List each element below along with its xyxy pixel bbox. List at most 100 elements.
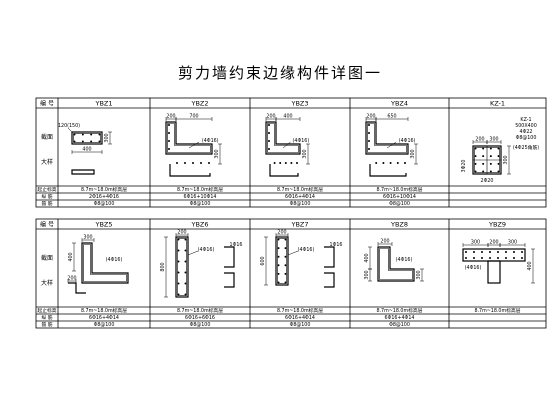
column-id: YBZ4 [390,100,408,108]
dim-label: 300 [489,137,498,143]
dim-label: 650 [387,114,396,120]
rebar-dot [465,257,467,259]
bar-tag: (4Φ16) [198,247,215,253]
rebar-dot [482,170,485,173]
dim-label: 1Φ16 [230,242,243,248]
rebar-dot [497,257,499,259]
rebar-dot [489,162,492,165]
rebar-dot [389,162,392,164]
column-id: YBZ7 [290,221,308,229]
l-stirrup [379,248,413,280]
dim-label: 300 [83,235,92,241]
dim-label: 300 [364,270,370,279]
leader [188,141,200,149]
column-elev: 8.7m~18.0m标高层 [474,307,520,314]
bar-tag: (4Φ16) [202,138,219,144]
kz-note: 4Φ22 [520,129,533,135]
rebar-dot [277,264,280,267]
row-label-section: 截面 [41,133,53,141]
rebar-dot [482,147,485,150]
column-elev: 8.7m~18.0m标高层 [81,307,127,314]
rebar-dot [473,257,475,259]
rebar-dot [284,281,287,284]
rebar-dot [98,140,101,143]
rebar-dot [168,140,170,142]
rebar-dot [90,140,93,143]
rebar-dot [208,162,210,164]
row-label-stirrup: 箍 筋 [41,321,52,328]
drawing-title: 剪力墙约束边缘构件详图一 [177,64,382,82]
column-id: YBZ3 [290,100,308,108]
rebar-dot [474,147,477,150]
rebar-dot [168,148,170,150]
column-id: YBZ1 [94,100,112,108]
rebar-dot [268,124,270,126]
rebar-dot [73,140,76,143]
dim-label: 300 [503,155,509,164]
column-stirrup: Φ8@100 [190,322,211,328]
bar-tag: (4Φ25角筋) [513,144,539,151]
leader [282,141,291,149]
hook-detail [224,246,235,268]
bar-tag: (4Φ16) [106,257,123,263]
bar-detail [269,164,299,177]
rebar-dot [497,147,500,150]
rebar-dot [177,282,180,285]
dim-label: 300 [410,149,416,158]
dim-label: 200 [366,114,375,120]
rebar-dot [521,251,523,253]
rebar-dot [521,257,523,259]
column-stirrup: Φ8@100 [190,201,211,207]
rebar-dot [404,162,406,164]
column-long-bar: 2Φ16+4Φ16 [89,194,119,200]
rebar-dot [81,140,84,143]
rebar-dot [465,251,467,253]
rebar-dot [277,255,280,258]
bar-detail [169,164,211,177]
column-id: YBZ2 [190,100,208,108]
hook-detail [324,246,335,268]
rebar-dot [177,293,180,296]
t-web [487,260,501,284]
rebar-dot [277,247,280,250]
rebar-dot [296,162,298,164]
rebar-dot [200,162,202,164]
column-id: KZ-1 [490,100,505,108]
column-stirrup: Φ8@100 [94,322,115,328]
l-section [165,121,213,155]
bar-tag: (4Φ16) [298,247,315,253]
rebar-dot [290,162,293,164]
bar-count: 2Φ20 [481,178,494,184]
column-elev: 8.7m~18.0m标高层 [376,307,422,314]
rebar-dot [489,257,491,259]
rebar-dot [474,155,477,158]
rebar-dot [273,162,276,164]
rebar-dot [482,162,485,165]
rebar-dot [81,133,84,136]
dim-label: 600 [260,256,266,265]
rebar-dot [368,148,370,150]
rebar-dot [176,162,178,164]
rebar-dot [473,251,475,253]
column-stirrup: Φ8@100 [94,201,115,207]
rebar-dot [284,264,287,267]
rebar-dot [98,133,101,136]
l-stirrup [167,123,211,153]
rebar-dot [474,162,477,165]
dim-label: 800 [160,262,166,271]
row-label-long-bar: 纵 筋 [41,314,52,321]
rebar-dot [368,124,370,126]
column-id: YBZ8 [390,221,408,229]
dim-label: 400 [68,252,74,261]
l-stirrup [267,123,299,153]
bar-tag: (4Φ16) [293,138,310,144]
column-long-bar: 6Φ16+4Φ14 [385,315,415,321]
column-long-bar: 6Φ16+4Φ14 [285,194,315,200]
dim-label: 200 [166,114,175,120]
hook-detail [224,272,235,288]
column-long-bar: 6Φ16+10Φ14 [184,194,217,200]
rebar-dot [482,155,485,158]
rebar-dot [277,272,280,275]
